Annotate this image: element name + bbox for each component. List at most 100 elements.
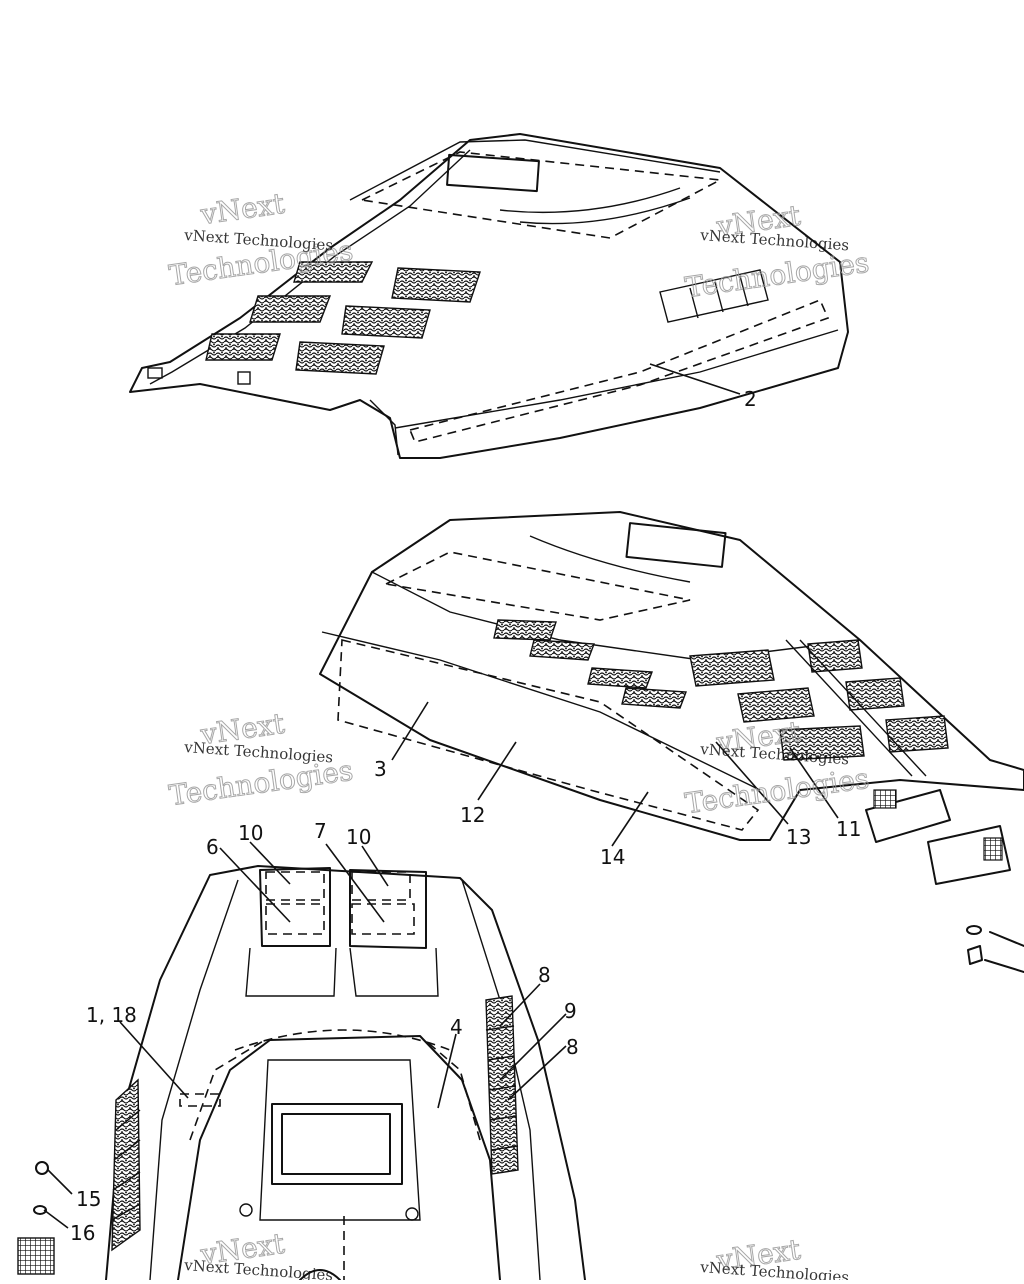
hood-contour [519,197,691,225]
bracket-part [927,825,1011,885]
mesh-screen [983,837,1003,861]
fastener-hole [405,1207,419,1221]
callout-13: 13 [786,825,811,849]
hood-contour [529,535,691,583]
fastener-hole [239,1203,253,1217]
hood-tab [147,367,163,379]
leader-3 [391,701,429,761]
vent-mesh [205,333,281,361]
hood-middle-view [319,511,1024,973]
vent-mesh [493,619,557,641]
vent-mesh [587,667,653,689]
bolt-icon [967,945,983,965]
hood-window [625,522,727,568]
callout-10-right: 10 [346,825,371,849]
vent-mesh [391,267,481,303]
hood-dome [177,1035,501,1281]
side-vent-slats [485,1025,519,1151]
leader-lines [43,363,839,1229]
callout-12: 12 [460,803,485,827]
vent-mesh [249,295,332,323]
hood-window-frame [271,1103,403,1185]
hood-tab [237,371,251,385]
decal-6 [265,903,325,935]
callout-16: 16 [70,1221,95,1245]
hood-outline [129,133,849,459]
leader-12 [477,741,517,801]
scoop-left [259,867,331,947]
hood-window [281,1113,391,1175]
decal-10-right [351,871,411,901]
callout-labels: 2 3 12 14 13 11 6 10 7 10 1, 18 4 8 9 8 … [70,387,861,1245]
hood-window [446,153,540,193]
vent-mesh [689,649,775,687]
decal-outline [424,1039,481,1141]
leader-11 [789,747,839,819]
decal-10-left [265,871,325,901]
leader-8b [507,1045,567,1101]
decal-7 [351,903,415,935]
vent-mesh [341,305,431,339]
hood-lower-detail [299,1269,341,1281]
hood-front-edge [369,399,399,456]
decal-outline [189,1039,266,1141]
decal-1-18 [179,1093,221,1107]
scoop-right-base [349,947,439,997]
callout-14: 14 [600,845,625,869]
hood-edge-line [149,149,471,385]
watermark-small: vNext Technologies [699,226,850,254]
vent-mesh [737,687,815,723]
bracket-part [865,789,951,843]
washer-icon [33,1205,47,1215]
hood-outline [319,511,1024,841]
vent-mesh [529,639,595,661]
leader-4 [437,1033,457,1109]
vent-mesh [779,725,865,761]
callout-2: 2 [744,387,757,411]
mesh-screen [873,789,897,809]
scoop-left-base [245,947,337,997]
callout-9: 9 [564,999,577,1023]
callout-3: 3 [374,757,387,781]
callout-7: 7 [314,819,327,843]
leader-16 [43,1209,69,1229]
mesh-screen [17,1237,55,1275]
side-vent-mesh [111,1078,141,1252]
callout-1-18: 1, 18 [86,1003,137,1027]
leader-9 [499,1013,567,1081]
side-louver [659,269,769,323]
vent-mesh [807,639,863,673]
hood-front-view [17,865,586,1281]
callout-4: 4 [450,1015,463,1039]
callout-10-left: 10 [238,821,263,845]
vent-mesh [885,715,949,753]
side-vent-slats [111,1109,141,1221]
callout-15: 15 [76,1187,101,1211]
hood-inner-edge [149,879,239,1281]
leader-13 [715,741,789,825]
center-rib [785,639,927,777]
vent-mesh [845,677,905,711]
leader-15 [47,1169,73,1195]
washer-icon [966,925,982,935]
hood-contour-2 [499,187,681,214]
watermark-big-a: vNext [198,187,287,232]
leader-2 [649,363,741,395]
bracket-arm [984,931,1024,973]
vent-mesh [295,341,385,375]
side-vent-mesh [485,995,519,1175]
hood-top-view [129,133,849,459]
vent-mesh [621,687,687,709]
leader-1-18 [119,1021,189,1099]
leader-14 [611,791,649,847]
vent-mesh [293,261,374,283]
callout-11: 11 [836,817,861,841]
decal-outline-side [337,638,760,831]
leader-7 [325,843,385,923]
leader-10a [249,841,291,885]
callout-8-lower: 8 [566,1035,579,1059]
decal-outline-side [408,298,830,443]
hood-lower-line [394,329,839,429]
